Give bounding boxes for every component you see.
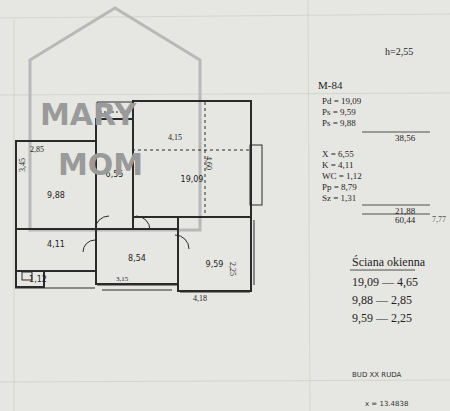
area-entry: WC = 1,12 [322,172,362,181]
building-code: BUD XX RUDA [352,372,401,379]
unit-type: M-84 [318,80,342,91]
area-total: 60,44 [395,216,415,225]
dimension: 4,18 [193,295,207,303]
room-area: 1,12 [29,275,47,284]
room-outline: 9,59 [177,216,252,292]
area-entry: Pp = 8,79 [322,183,357,192]
dimension: 2,85 [30,146,44,154]
room-outline: 8,54 [95,228,179,285]
watermark: MARY [40,100,136,130]
room-area: 9,59 [206,260,224,269]
area-entry: Pd = 19,09 [322,97,361,106]
room-outline: 19,09 [132,100,252,218]
dimension: 3,15 [116,276,128,283]
dimension: 4,60 [204,156,212,170]
window-wall: 9,88 — 2,85 [352,294,412,306]
ceiling-height: h=2,55 [385,47,413,57]
watermark: MOM [58,150,143,180]
room-area: 8,54 [128,254,146,263]
dimension: 3,45 [19,158,27,172]
window-wall: 19,09 — 4,65 [352,276,418,288]
note-heading: Ściana okienna [352,256,425,268]
room-outline: 1,12 [15,270,45,288]
dimension: 2,25 [228,262,236,276]
room-area: 19,09 [181,175,204,184]
area-entry: Ps = 9,59 [322,108,356,117]
dimension: 4,15 [168,134,182,142]
area-sum: 21,88 [395,207,415,216]
coordinate: x = 13.4838 [365,401,408,408]
room-area: 4,11 [47,240,65,249]
area-entry: Ps = 9,88 [322,119,356,128]
note: 7,77 [432,216,446,224]
sum-lines [350,132,430,270]
watermark-house [30,8,200,230]
room-area: 9,88 [47,191,65,200]
area-sum: 38,56 [395,134,415,143]
room-outline: 4,11 [15,228,97,272]
plan-details [15,102,262,292]
area-entry: Sz = 1,31 [322,194,356,203]
area-entry: K = 4,11 [322,161,354,170]
window-wall: 9,59 — 2,25 [352,312,412,324]
area-entry: X = 6,55 [322,150,354,159]
